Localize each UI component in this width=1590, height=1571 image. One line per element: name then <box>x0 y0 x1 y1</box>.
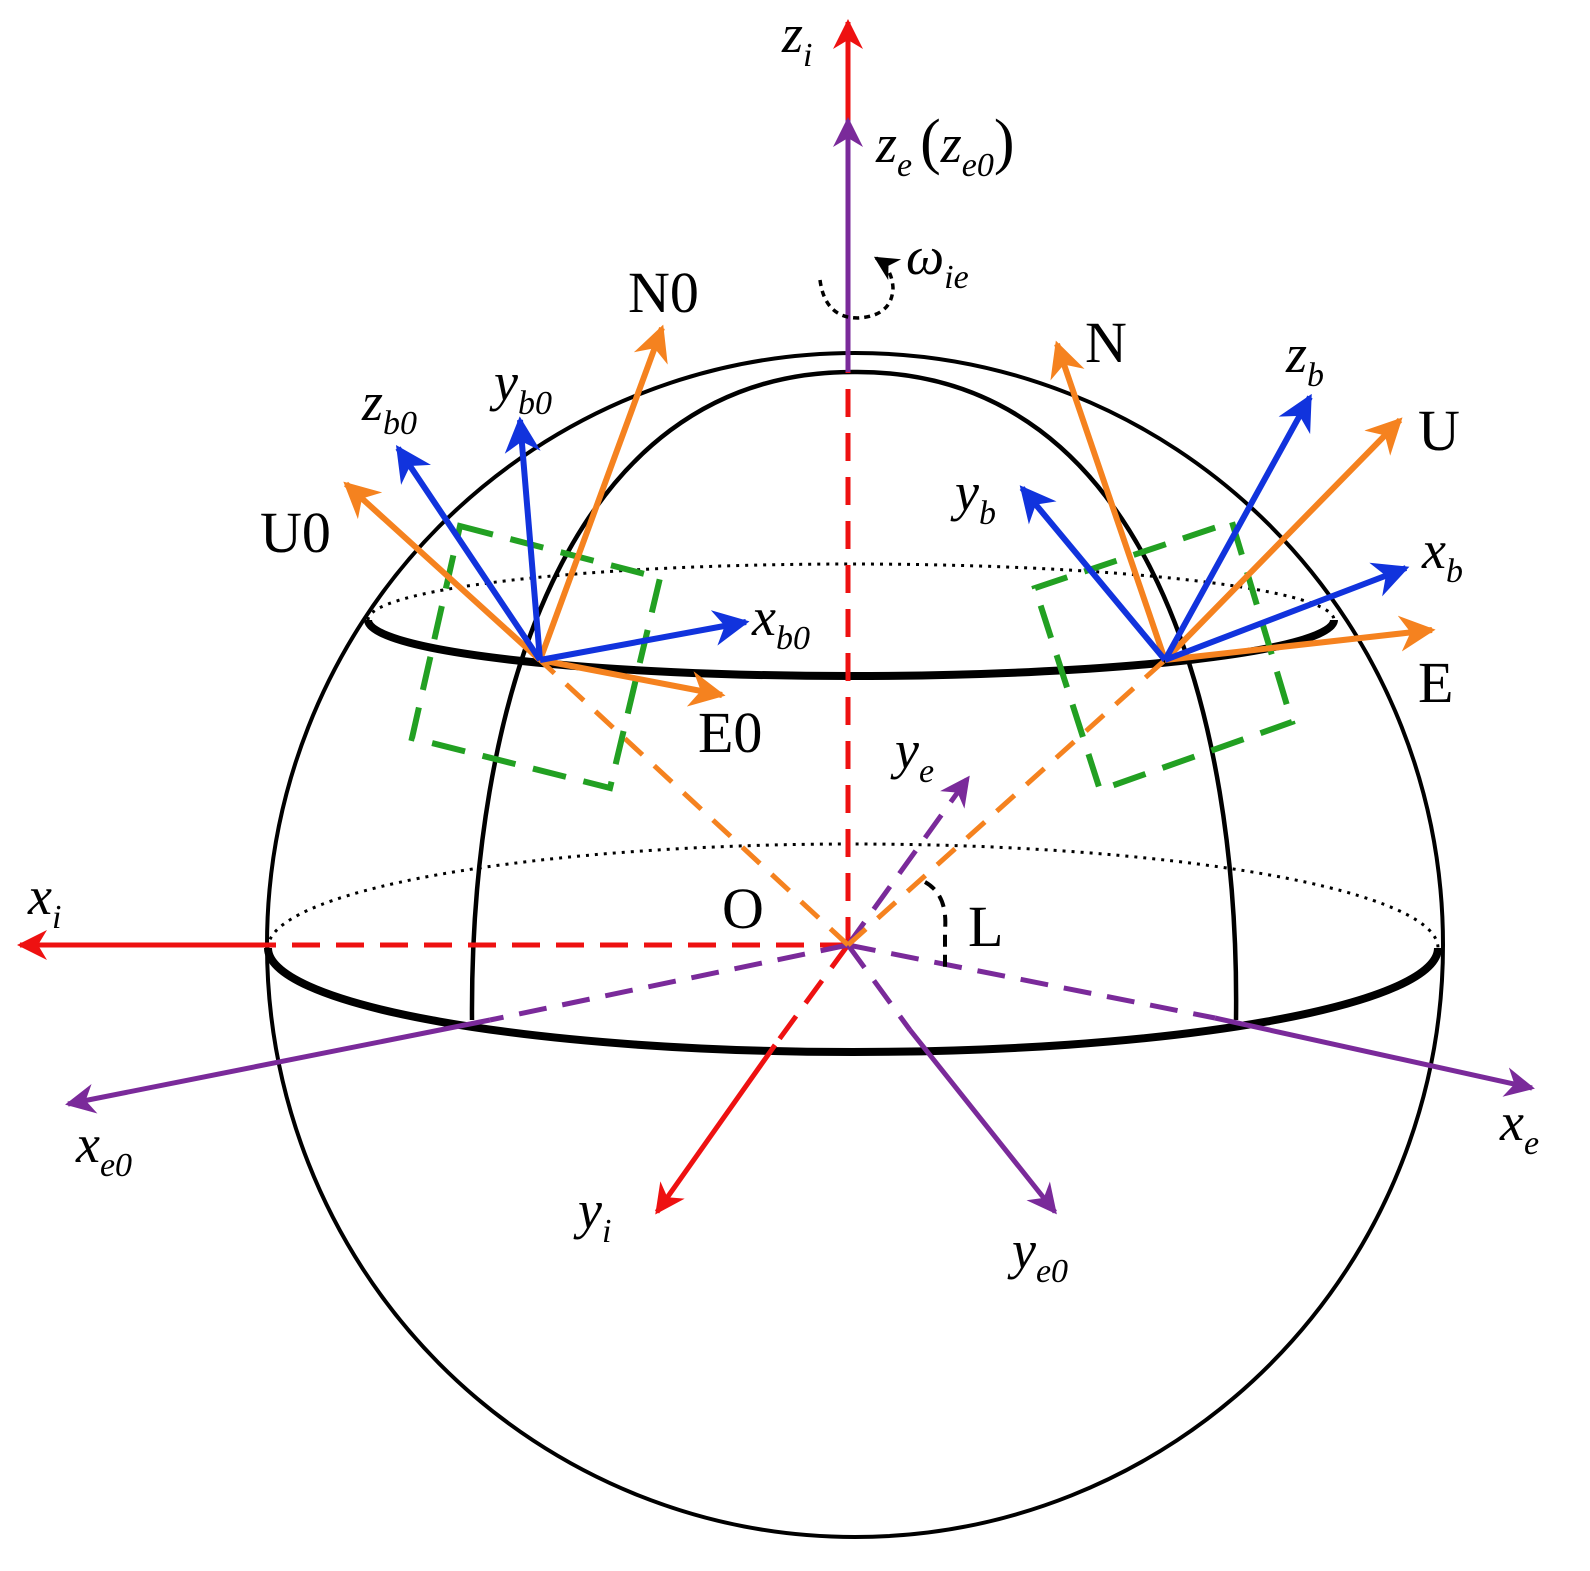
n-arrow <box>1050 340 1168 661</box>
equator-front <box>264 947 1442 1056</box>
xe-axis-arrow <box>1214 1015 1535 1097</box>
xb0-label: xb0 <box>751 587 810 657</box>
u0-arrow <box>343 481 543 663</box>
n-label: N <box>1085 310 1127 375</box>
equator-back <box>266 842 1440 949</box>
ye0-axis-dashed <box>845 943 913 1032</box>
latitude-circle-back <box>366 562 1336 621</box>
tangent-plane-left <box>408 522 664 792</box>
meridian-right <box>854 369 1239 1021</box>
xb-label: xb <box>1421 520 1463 590</box>
zb-label: zb <box>1285 324 1324 394</box>
ye0-label: ye0 <box>1007 1220 1068 1290</box>
yi-label: yi <box>573 1180 611 1250</box>
latitude-label: L <box>968 894 1003 959</box>
xe-label: xe <box>1499 1092 1539 1162</box>
e-label: E <box>1418 650 1453 715</box>
yb-arrow <box>1019 485 1168 662</box>
e-arrow <box>1164 615 1436 663</box>
yb0-label: yb0 <box>489 352 552 422</box>
zb0-arrow <box>395 445 543 662</box>
xb-arrow <box>1163 562 1410 663</box>
yb-label: yb <box>950 462 996 532</box>
n0-arrow <box>537 324 668 662</box>
e0-label: E0 <box>698 700 762 765</box>
zi-label: zi <box>781 4 812 74</box>
tangent-plane-right <box>1031 518 1296 794</box>
xi-label: xi <box>27 866 61 936</box>
ze-label: ze(ze0) <box>875 108 1015 184</box>
meridian-left <box>469 369 856 1021</box>
yi-axis-arrow <box>654 1043 778 1215</box>
xe0-axis-arrow <box>65 1017 491 1114</box>
u-label: U <box>1418 398 1460 463</box>
n0-label: N0 <box>628 260 699 325</box>
xe0-label: xe0 <box>75 1114 132 1184</box>
u0-label: U0 <box>260 500 331 565</box>
ye0-axis-arrow <box>908 1028 1057 1215</box>
earth-rotation-arc <box>818 256 902 320</box>
zb-arrow <box>1162 393 1313 662</box>
yb0-arrow <box>504 416 543 661</box>
radius-site-left <box>538 658 850 947</box>
origin-label: O <box>722 876 764 941</box>
omega-label: ωie <box>906 226 969 296</box>
xb0-arrow <box>539 610 750 663</box>
zb0-label: zb0 <box>361 372 417 442</box>
yi-axis-dashed <box>772 943 851 1047</box>
latitude-angle-arc <box>923 880 948 968</box>
xe0-axis-dashed <box>489 942 849 1023</box>
u-arrow <box>1162 417 1403 663</box>
xe-axis-dashed <box>847 942 1216 1021</box>
radius-site-right <box>846 658 1167 947</box>
e0-arrow <box>539 657 726 707</box>
ye-axis-dashed <box>845 775 971 947</box>
ye-label: ye <box>890 720 934 790</box>
